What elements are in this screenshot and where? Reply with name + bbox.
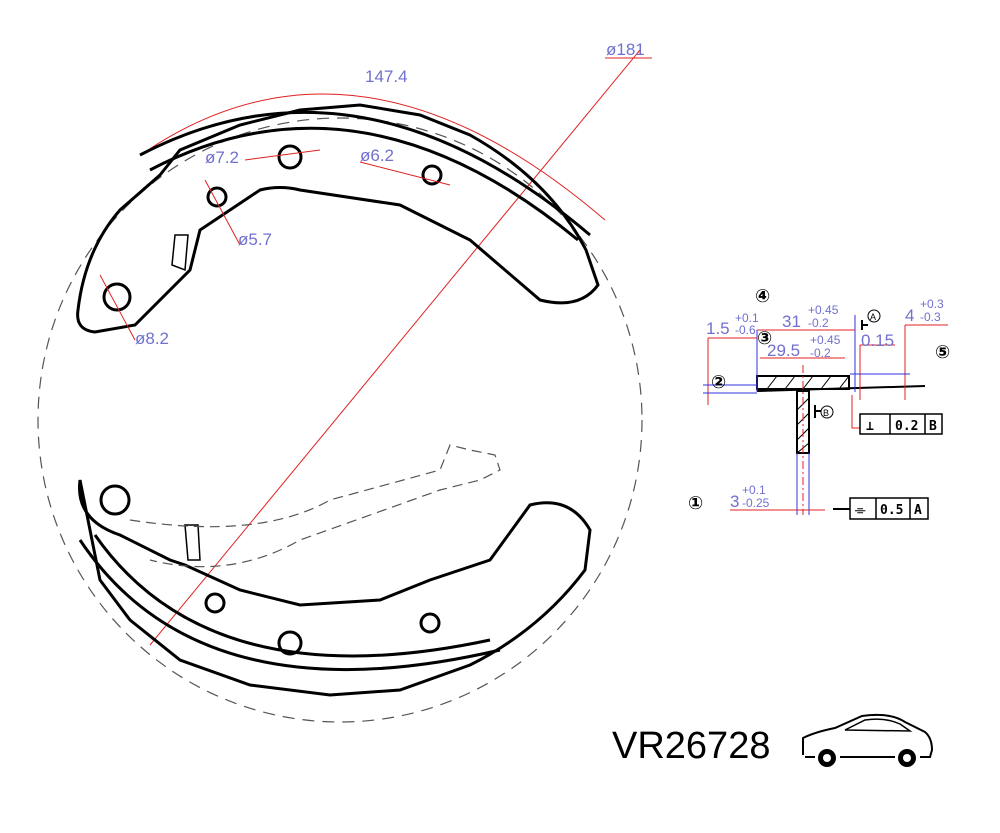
dim-4-upper: +0.3 bbox=[920, 297, 944, 311]
diameter-label: ø181 bbox=[606, 40, 645, 59]
symmetry-value: 0.5 bbox=[880, 503, 903, 518]
hole-dia-7-2: ø7.2 bbox=[205, 148, 239, 167]
perpendicularity-datum: B bbox=[929, 419, 937, 434]
marker-4: ④ bbox=[755, 286, 770, 307]
model-number: VR26728 bbox=[612, 725, 770, 767]
dim-31: 31 bbox=[782, 312, 801, 331]
dim-29-5: 29.5 bbox=[767, 341, 800, 360]
arc-dimension bbox=[147, 93, 606, 221]
symmetry-symbol: ⌯ bbox=[855, 503, 866, 518]
drum-outline bbox=[37, 117, 643, 723]
dim-1-5: 1.5 bbox=[706, 319, 730, 338]
diameter-line bbox=[149, 49, 641, 646]
upper-brake-shoe bbox=[76, 103, 600, 341]
perpendicularity-value: 0.2 bbox=[895, 419, 918, 434]
dim-29-5-upper: +0.45 bbox=[810, 333, 841, 347]
dim-0-15: 0.15 bbox=[861, 331, 894, 350]
dim-1-5-lower: -0.6 bbox=[735, 323, 756, 337]
marker-5: ⑤ bbox=[935, 342, 950, 363]
marker-3: ③ bbox=[757, 328, 772, 349]
perpendicularity-symbol: ⊥ bbox=[866, 419, 874, 434]
dim-3-upper: +0.1 bbox=[742, 483, 766, 497]
cross-section bbox=[703, 309, 948, 520]
datum-b: B bbox=[823, 408, 829, 418]
marker-2: ② bbox=[711, 372, 726, 393]
hole-dia-5-7: ø5.7 bbox=[238, 230, 272, 249]
symmetry-datum: A bbox=[914, 503, 922, 518]
lower-brake-shoe bbox=[78, 444, 592, 697]
dim-4: 4 bbox=[905, 306, 914, 325]
dim-29-5-lower: -0.2 bbox=[810, 346, 831, 360]
hole-dia-6-2: ø6.2 bbox=[360, 146, 394, 165]
hole-dia-8-2: ø8.2 bbox=[135, 329, 169, 348]
dim-3-lower: -0.25 bbox=[742, 496, 770, 510]
arc-length-label: 147.4 bbox=[365, 67, 408, 86]
dim-4-lower: -0.3 bbox=[920, 310, 941, 324]
dim-1-5-upper: +0.1 bbox=[735, 311, 759, 325]
marker-1: ① bbox=[688, 493, 703, 514]
dim-3: 3 bbox=[730, 492, 739, 511]
dim-31-upper: +0.45 bbox=[808, 303, 839, 317]
sedan-car-icon bbox=[802, 713, 934, 767]
dim-31-lower: -0.2 bbox=[808, 316, 829, 330]
datum-a: A bbox=[870, 312, 876, 322]
